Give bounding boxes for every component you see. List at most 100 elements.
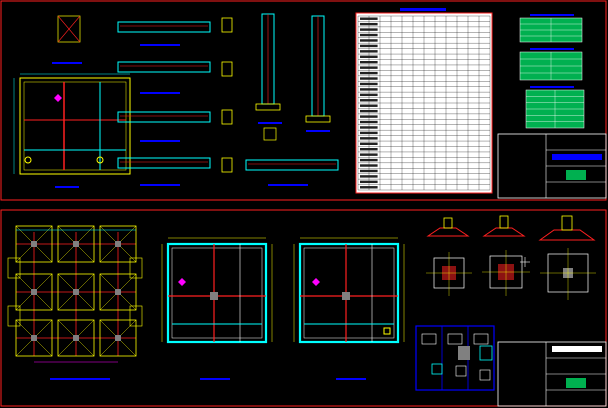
beam-elevation-3 bbox=[117, 111, 211, 123]
column-marker bbox=[342, 292, 350, 300]
schedule-cell-mark bbox=[360, 153, 378, 156]
footing-outline bbox=[99, 319, 137, 357]
drawing-label-bar bbox=[268, 184, 308, 186]
column-marker bbox=[73, 335, 79, 341]
sheet-bottom[interactable] bbox=[0, 209, 607, 407]
drawing-label-bar bbox=[140, 44, 180, 46]
legend-frame bbox=[415, 325, 495, 391]
detail-box bbox=[57, 15, 81, 43]
schedule-cell-mark bbox=[360, 93, 378, 97]
footing-detail-2 bbox=[482, 215, 530, 296]
beam-elevations bbox=[117, 21, 211, 186]
legend-swatch bbox=[447, 333, 463, 345]
column-section bbox=[221, 61, 233, 77]
footing-section bbox=[538, 229, 596, 241]
schedule-cell-mark bbox=[360, 164, 378, 167]
title-block-text-bar bbox=[566, 170, 586, 180]
footing-base bbox=[255, 103, 281, 111]
schedule-cell-mark bbox=[360, 104, 378, 107]
column-marker bbox=[73, 241, 79, 247]
summary-grid bbox=[520, 18, 584, 128]
sheet-frame-top bbox=[0, 0, 607, 201]
schedule-cell-mark bbox=[360, 17, 378, 20]
footing-outline bbox=[99, 273, 137, 311]
column-marker bbox=[31, 289, 37, 295]
footing-outline bbox=[7, 257, 21, 279]
column-section bbox=[221, 157, 233, 173]
schedule-cell-mark bbox=[360, 44, 378, 48]
schedule-cell-mark bbox=[360, 180, 378, 184]
drawing-label-bar bbox=[50, 378, 110, 380]
schedule-cell-mark bbox=[360, 55, 378, 58]
column-marker bbox=[31, 335, 37, 341]
floor-framing-plan-2 bbox=[293, 237, 405, 380]
plan-inner bbox=[171, 247, 263, 339]
schedule-cell-mark bbox=[360, 61, 378, 64]
schedule-cell-mark bbox=[360, 33, 378, 37]
column-marker bbox=[31, 241, 37, 247]
column-marker bbox=[24, 156, 32, 164]
column-marker bbox=[383, 327, 391, 335]
sheet-frame-bottom bbox=[0, 209, 607, 407]
schedule-cell-mark bbox=[360, 137, 378, 140]
footing-outline bbox=[57, 273, 95, 311]
summary-tables bbox=[519, 14, 585, 129]
footing-pedestal bbox=[561, 215, 573, 231]
footing-outline bbox=[15, 273, 53, 311]
legend-swatch bbox=[455, 365, 467, 377]
crosshair-icon bbox=[520, 257, 530, 267]
schedule-cell-mark bbox=[360, 126, 378, 129]
section-marker bbox=[178, 278, 186, 286]
footing-detail-1 bbox=[426, 217, 472, 296]
foundation-footing-plan bbox=[7, 225, 143, 363]
title-block-logo-bar bbox=[552, 154, 602, 160]
schedule-cell-mark bbox=[360, 186, 378, 189]
summary-title-bar bbox=[530, 48, 574, 50]
footing-outline bbox=[129, 257, 143, 279]
floor-framing-plan-1 bbox=[161, 237, 273, 380]
title-block-text-bar bbox=[566, 378, 586, 388]
footing-section bbox=[482, 227, 526, 237]
legend-box bbox=[415, 325, 495, 391]
schedule-cell-mark bbox=[360, 22, 378, 26]
drawing-label-bar bbox=[52, 62, 82, 64]
summary-title-bar bbox=[530, 14, 574, 16]
footing-details bbox=[426, 215, 596, 300]
beam-elevation-2 bbox=[117, 61, 211, 73]
footing-outline bbox=[99, 225, 137, 263]
schedule-cell-mark bbox=[360, 66, 378, 69]
detail-box bbox=[263, 127, 277, 141]
column-marker bbox=[115, 289, 121, 295]
schedule-cell-mark bbox=[360, 175, 378, 178]
footing-pedestal bbox=[499, 215, 509, 229]
schedule-cell-mark bbox=[360, 71, 378, 75]
drawing-label-bar bbox=[140, 92, 180, 94]
schedule-title-bar bbox=[400, 8, 446, 11]
footing-pedestal bbox=[443, 217, 453, 229]
summary-title-bar bbox=[530, 86, 574, 88]
column-marker bbox=[115, 335, 121, 341]
slab-outline bbox=[19, 77, 131, 175]
drawing-label-bar bbox=[140, 184, 180, 186]
legend-swatch bbox=[431, 363, 443, 375]
schedule-cell-mark bbox=[360, 39, 378, 42]
sheet-top[interactable] bbox=[0, 0, 607, 201]
title-block-top bbox=[497, 133, 607, 199]
title-block-bottom bbox=[497, 341, 607, 407]
drawing-label-bar bbox=[306, 130, 330, 132]
title-block-logo-bar bbox=[552, 346, 602, 352]
footing-outline bbox=[7, 305, 21, 327]
column-section bbox=[221, 109, 233, 125]
legend-swatch bbox=[479, 345, 493, 361]
reinforcement-schedule-table bbox=[355, 8, 493, 194]
schedule-cell-mark bbox=[360, 99, 378, 102]
column-marker bbox=[73, 289, 79, 295]
schedule-cell-mark bbox=[360, 120, 378, 124]
slab-inner bbox=[23, 81, 127, 171]
footing-base bbox=[305, 115, 331, 123]
section-marker bbox=[312, 278, 320, 286]
drawing-label-bar bbox=[258, 122, 282, 124]
beam-elevation-4 bbox=[117, 157, 211, 169]
schedule-cell-mark bbox=[360, 109, 378, 113]
